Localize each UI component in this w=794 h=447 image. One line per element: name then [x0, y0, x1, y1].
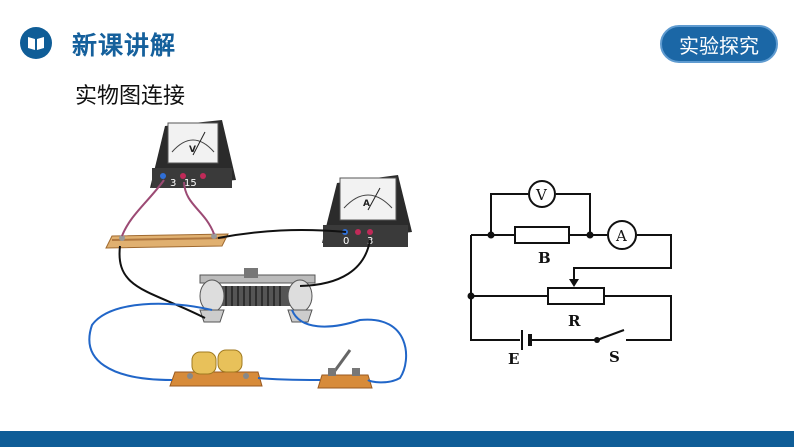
section-subtitle: 实物图连接 — [75, 84, 186, 109]
ammeter-symbol: A — [363, 199, 370, 209]
schematic-ammeter-label: A — [615, 227, 627, 245]
voltmeter-terminal-3: 3 — [170, 178, 176, 189]
rheostat-r-label: R — [568, 312, 581, 330]
rheostat-r: R — [547, 279, 605, 330]
battery-holder — [169, 349, 263, 387]
resistor-board — [105, 233, 229, 249]
ammeter: A 0 3 — [322, 175, 412, 247]
connecting-wires — [88, 179, 408, 384]
schematic-voltmeter-label: V — [535, 186, 548, 204]
book-icon — [20, 27, 52, 59]
battery-e: E — [508, 330, 532, 368]
footer-bar — [0, 431, 794, 447]
junction-dots — [467, 231, 594, 300]
voltmeter-terminal-15: 15 — [184, 178, 197, 189]
voltmeter: V 3 15 — [150, 120, 236, 189]
ammeter-symbol-schematic: A — [607, 220, 637, 250]
knife-switch — [317, 349, 373, 389]
resistor-b-label: B — [538, 249, 551, 267]
voltmeter-symbol-schematic: V — [528, 180, 556, 208]
switch-s-label: S — [609, 348, 620, 366]
rheostat — [199, 268, 316, 323]
voltmeter-symbol: V — [189, 145, 196, 155]
ammeter-terminal-0: 0 — [343, 236, 349, 247]
page-title: 新课讲解 — [72, 31, 177, 60]
switch-s: S — [594, 329, 625, 366]
resistor-b: B — [514, 226, 570, 267]
experiment-tag-button[interactable]: 实验探究 — [660, 25, 778, 63]
battery-e-label: E — [508, 350, 519, 368]
